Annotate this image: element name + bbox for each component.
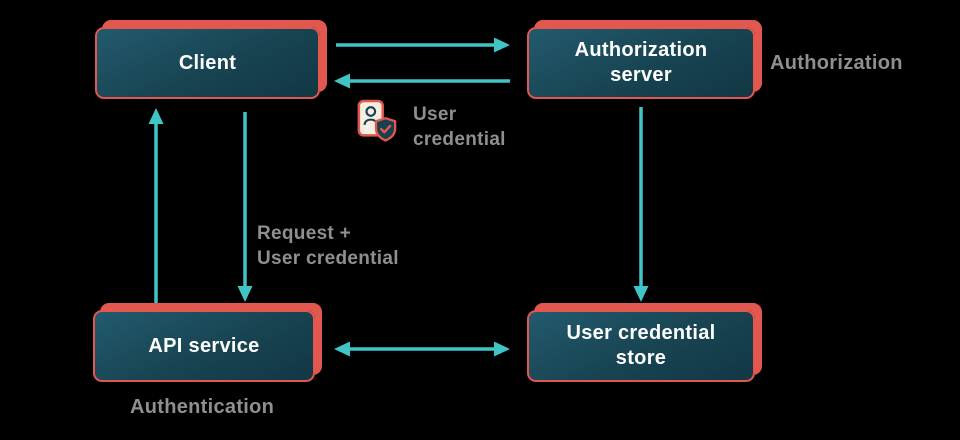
node-user-credential-store-label: User credential store [566, 322, 716, 369]
arrow-api-service-to-client [148, 108, 164, 303]
arrow-api-service-credential-store-bidirectional [334, 341, 510, 357]
arrowhead-left-icon [334, 73, 350, 89]
arrowhead-down-icon [633, 286, 649, 302]
user-credential-icon [356, 98, 398, 146]
node-client: Client [95, 27, 320, 99]
arrow-client-to-api-service [237, 112, 253, 302]
arrowhead-up-icon [148, 108, 164, 124]
arrowhead-left-icon [334, 341, 350, 357]
node-api-service-label: API service [148, 334, 260, 357]
arrowhead-down-icon [237, 286, 253, 302]
label-authentication: Authentication [130, 396, 275, 418]
arrowhead-right-icon [494, 341, 510, 357]
label-request-user-credential: Request + User credential [257, 223, 399, 269]
label-user-credential: User credential [413, 104, 506, 150]
arrow-auth-server-to-client [334, 73, 510, 89]
user-credential-icon-svg [357, 99, 397, 142]
node-authorization-server: Authorization server [527, 27, 755, 99]
node-user-credential-store: User credential store [527, 310, 755, 382]
label-authorization: Authorization [770, 52, 903, 74]
shield-check-shape [380, 124, 392, 134]
node-client-label: Client [178, 51, 237, 74]
node-api-service: API service [93, 310, 315, 382]
arrow-auth-server-to-credential-store [633, 107, 649, 302]
node-authorization-server-label: Authorization server [574, 39, 708, 86]
arrowhead-right-icon [494, 37, 510, 53]
person-head-shape [365, 106, 377, 117]
arrow-client-to-auth-server [336, 37, 510, 53]
